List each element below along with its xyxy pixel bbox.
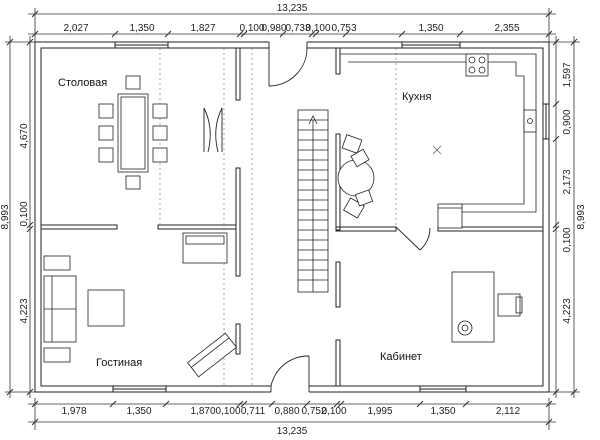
- bottom-dim: 2,112: [496, 406, 521, 417]
- top-dim: 0,753: [331, 23, 356, 34]
- bottom-segment-dims: 1,978 1,350 1,870 0,100 0,711 0,880 0,75…: [61, 406, 520, 417]
- overall-bottom-dim: 13,235: [277, 426, 308, 437]
- room-label-kitchen: Кухня: [402, 91, 431, 103]
- bottom-dim: 0,880: [274, 406, 299, 417]
- left-dim: 0,100: [19, 201, 30, 226]
- bottom-dim: 1,350: [430, 406, 455, 417]
- top-dim: 0,100: [239, 23, 264, 34]
- left-dim: 4,223: [19, 298, 30, 323]
- guide-lines: [159, 48, 397, 386]
- top-dim: 1,350: [129, 23, 154, 34]
- kitchen-table-set: [337, 134, 375, 219]
- dining-table-set: [98, 75, 168, 190]
- top-dim: 0,733: [285, 23, 310, 34]
- bottom-dim: 0,100: [215, 406, 240, 417]
- windows: [112, 41, 550, 393]
- right-dim: 0,900: [562, 109, 573, 134]
- top-dim: 2,027: [63, 23, 88, 34]
- interior-doors: [203, 107, 431, 251]
- top-segment-dims: 2,027 1,350 1,827 0,100 0,980 0,733 0,10…: [63, 23, 519, 34]
- right-dim: 0,100: [562, 227, 573, 252]
- overall-left-dim: 8,993: [0, 204, 11, 229]
- bottom-dim: 1,978: [61, 406, 86, 417]
- room-label-dining: Столовая: [58, 77, 107, 89]
- right-dim: 1,597: [562, 62, 573, 87]
- right-dim: 4,223: [562, 298, 573, 323]
- top-dim: 0,100: [305, 23, 330, 34]
- living-room-furniture: [43, 232, 238, 378]
- room-label-office: Кабинет: [380, 351, 422, 363]
- overall-top-dim: 13,235: [277, 3, 308, 14]
- sink-icon: [523, 109, 537, 133]
- staircase: [297, 109, 329, 293]
- ceiling-light-icon: [432, 145, 442, 155]
- bottom-dim: 1,350: [126, 406, 151, 417]
- dimension-ticks: [6, 10, 578, 426]
- top-dim: 2,355: [494, 23, 519, 34]
- bottom-dim: 0,752: [301, 406, 326, 417]
- bottom-dim: 1,995: [367, 406, 392, 417]
- room-label-living: Гостиная: [96, 357, 142, 369]
- fridge-icon: [437, 203, 463, 229]
- kitchen-counter: [339, 53, 537, 213]
- top-dim: 0,980: [261, 23, 286, 34]
- right-dim: 2,173: [562, 169, 573, 194]
- office-furniture: [451, 271, 523, 343]
- overall-right-dim: 8,993: [576, 204, 587, 229]
- entrance-doors: [268, 41, 310, 393]
- stove-icon: [465, 53, 489, 77]
- bottom-dim: 1,870: [190, 406, 215, 417]
- top-dim: 1,827: [190, 23, 215, 34]
- dimension-lines: [5, 8, 580, 430]
- left-dim: 4,670: [19, 123, 30, 148]
- top-dim: 1,350: [418, 23, 443, 34]
- bottom-dim: 0,100: [321, 406, 346, 417]
- bottom-dim: 0,711: [241, 406, 266, 417]
